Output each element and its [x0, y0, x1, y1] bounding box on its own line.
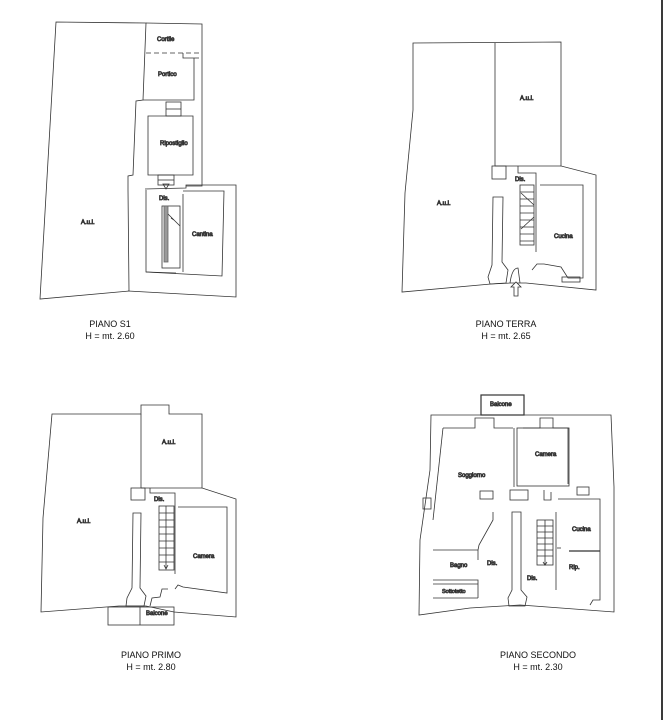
room-label: Dis.	[154, 497, 165, 503]
plan-height: H = mt. 2.30	[513, 662, 563, 672]
plan-height: H = mt. 2.60	[85, 331, 135, 341]
room-label: A.u.i.	[162, 440, 176, 446]
plan-title: PIANO SECONDO	[499, 650, 576, 660]
room-label: A.u.i.	[77, 519, 91, 525]
room-label: Camera	[535, 452, 557, 458]
plan-title: PIANO TERRA	[475, 319, 537, 329]
caption-piano-primo: PIANO PRIMO H = mt. 2.80	[96, 649, 206, 673]
plan-height: H = mt. 2.65	[481, 331, 531, 341]
room-label: Sottotetto	[442, 589, 466, 595]
up-arrow-icon	[510, 281, 522, 297]
room-label: Camera	[193, 554, 215, 560]
room-label: Portico	[158, 72, 177, 78]
caption-piano-s1: PIANO S1 H = mt. 2.60	[60, 318, 160, 342]
plan-piano-secondo	[418, 394, 615, 616]
room-label: A.u.i.	[81, 220, 95, 226]
room-label: Balcone	[146, 611, 168, 617]
room-label: Dis.	[515, 177, 526, 183]
room-label: A.u.i.	[520, 96, 534, 102]
room-label: Soggiorno	[458, 473, 486, 479]
room-label: Dis.	[159, 196, 170, 202]
plan-title: PIANO PRIMO	[120, 650, 181, 660]
plan-piano-terra	[401, 41, 597, 297]
room-label: Ripostiglio	[160, 141, 188, 147]
room-label: Cucina	[572, 527, 591, 533]
plan-piano-primo	[40, 404, 237, 626]
plan-title: PIANO S1	[89, 319, 131, 329]
room-label: Dis.	[527, 576, 538, 582]
plan-height: H = mt. 2.80	[126, 662, 176, 672]
caption-piano-terra: PIANO TERRA H = mt. 2.65	[456, 318, 556, 342]
room-label: A.u.i.	[437, 201, 451, 207]
room-label: Cantina	[192, 232, 213, 238]
caption-piano-secondo: PIANO SECONDO H = mt. 2.30	[478, 649, 598, 673]
room-label: Dis.	[487, 561, 498, 567]
plan-piano-s1	[39, 21, 237, 300]
room-label: Cortile	[157, 37, 175, 43]
page-border	[661, 0, 663, 720]
room-label: Rip.	[569, 565, 580, 571]
room-label: Bagno	[450, 563, 468, 569]
room-label: Balcone	[490, 402, 512, 408]
room-label: Cucina	[554, 234, 573, 240]
